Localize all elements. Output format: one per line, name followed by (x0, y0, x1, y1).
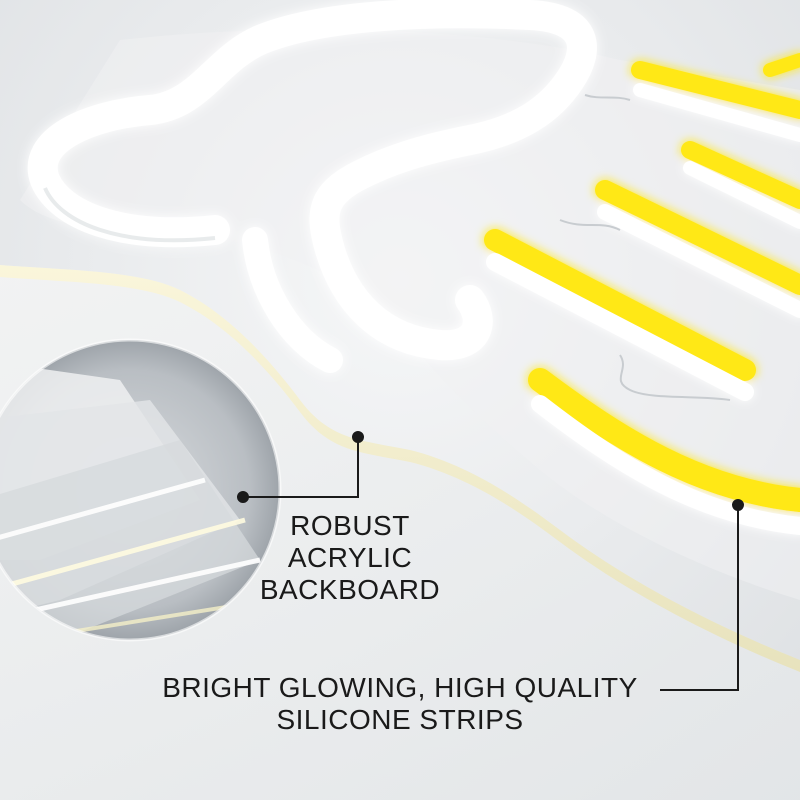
strips-leader-dot (732, 499, 744, 511)
white-neon-strip (27, 0, 597, 373)
acrylic-callout-line-2: ACRYLIC (287, 542, 413, 573)
acrylic-leader-dot-inset (237, 491, 249, 503)
strips-callout: BRIGHT GLOWING, HIGH QUALITY SILICONE ST… (100, 672, 700, 736)
strips-callout-line-2: SILICONE STRIPS (276, 704, 524, 735)
leader-lines (237, 431, 744, 691)
acrylic-leader-dot-top (352, 431, 364, 443)
acrylic-callout-line-3: BACKBOARD (259, 574, 441, 605)
acrylic-callout: ROBUST ACRYLIC BACKBOARD (250, 510, 450, 606)
acrylic-sheets-inset (0, 338, 282, 642)
strips-leader-line (660, 505, 739, 691)
acrylic-leader-line (243, 437, 359, 498)
yellow-neon-strips (484, 53, 800, 535)
connector-wires (559, 94, 731, 401)
strips-callout-line-1: BRIGHT GLOWING, HIGH QUALITY (162, 672, 638, 703)
acrylic-callout-line-1: ROBUST (290, 510, 410, 541)
